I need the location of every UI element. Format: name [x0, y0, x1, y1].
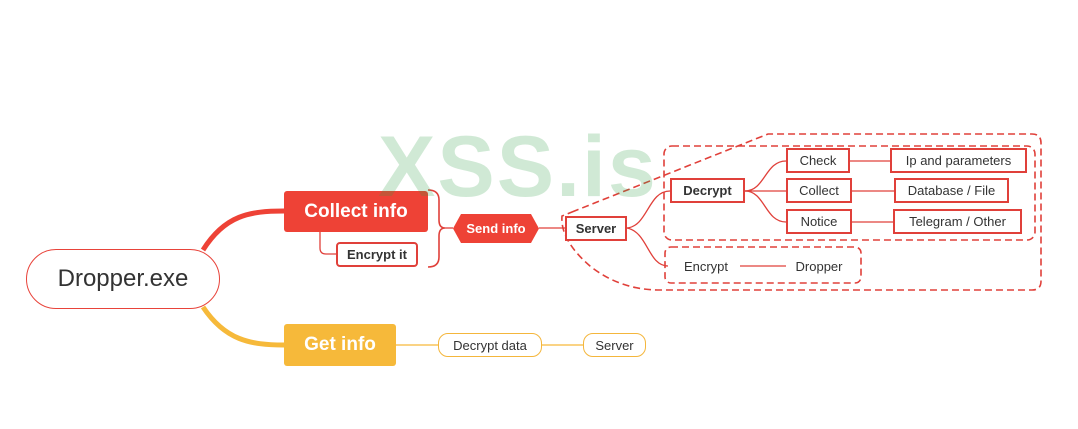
get-info-node[interactable]: Get info [284, 324, 396, 366]
get-server-node[interactable]: Server [583, 333, 646, 357]
line-server-encrypt [626, 227, 669, 267]
database-file-node[interactable]: Database / File [894, 178, 1009, 203]
decrypt-dashed-group [663, 145, 1036, 241]
notice-node[interactable]: Notice [786, 209, 852, 234]
decrypt-data-node[interactable]: Decrypt data [438, 333, 542, 357]
watermark: XSS.is [378, 119, 658, 215]
encrypt-dashed-group [664, 246, 862, 284]
outer-dashed-group [561, 133, 1042, 291]
telegram-other-node[interactable]: Telegram / Other [893, 209, 1022, 234]
collect-node[interactable]: Collect [786, 178, 852, 203]
collect-info-node[interactable]: Collect info [284, 191, 428, 232]
line-decrypt-notice [744, 190, 787, 223]
encrypt-it-node[interactable]: Encrypt it [336, 242, 418, 267]
dropper-node[interactable]: Dropper [795, 258, 843, 274]
ip-and-parameters-node[interactable]: Ip and parameters [890, 148, 1027, 173]
branch-root-collect [200, 208, 285, 252]
line-collect-encrypt [319, 232, 336, 255]
line-server-decrypt [626, 190, 671, 229]
line-decrypt-check [744, 160, 787, 192]
branch-root-get [200, 305, 285, 348]
send-info-node[interactable]: Send info [453, 214, 539, 243]
root-node[interactable]: Dropper.exe [26, 249, 220, 309]
check-node[interactable]: Check [786, 148, 850, 173]
server-node[interactable]: Server [565, 216, 627, 241]
encrypt-node[interactable]: Encrypt [683, 258, 729, 274]
decrypt-node[interactable]: Decrypt [670, 178, 745, 203]
